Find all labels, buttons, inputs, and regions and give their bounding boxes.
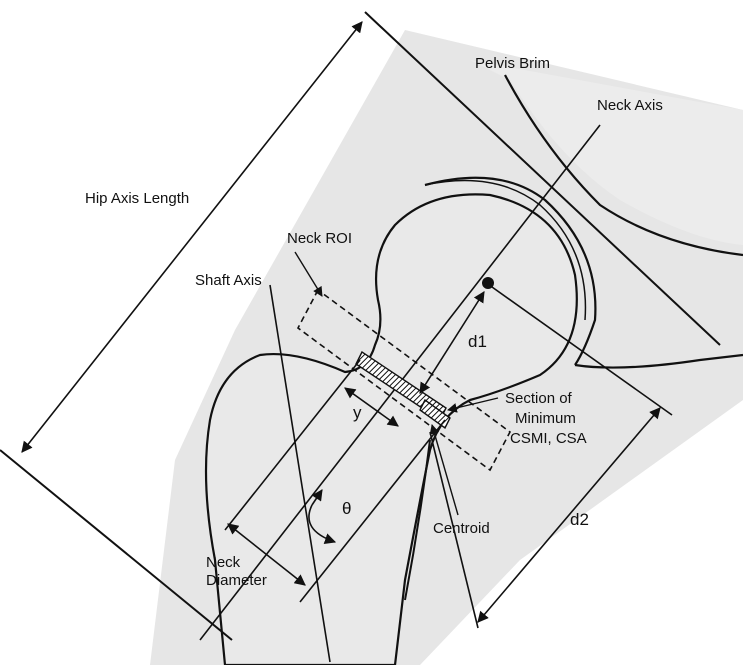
shaft-axis-line: [269, 284, 331, 663]
head-center-dot: [482, 277, 494, 289]
hip-axis-bottom-boundary: [0, 449, 233, 641]
d1-arrow: [419, 291, 485, 394]
y-arrow: [344, 387, 399, 427]
neck-diameter-bound-2: [299, 419, 446, 603]
theta-arc-tail: [311, 489, 323, 506]
centroid-label: Centroid: [433, 520, 490, 537]
shaft-axis-label: Shaft Axis: [195, 272, 262, 289]
theta-arc: [308, 504, 337, 545]
hip-axis-top-boundary: [364, 11, 721, 346]
pelvis-brim-curve: [504, 74, 743, 257]
pelvis-brim-label: Pelvis Brim: [475, 55, 550, 72]
section-label-line1: Section of: [505, 390, 573, 407]
d2-head-reference-line: [491, 286, 673, 416]
theta-label: θ: [342, 499, 351, 518]
d1-label: d1: [468, 332, 487, 351]
acetabulum-outer: [424, 176, 597, 366]
acetabulum-inner: [424, 179, 587, 321]
ischium-curve: [574, 353, 743, 369]
hip-axis-length-label: Hip Axis Length: [85, 190, 189, 207]
neck-roi-label: Neck ROI: [287, 230, 352, 247]
neck-axis-label: Neck Axis: [597, 97, 663, 114]
section-leader: [447, 397, 499, 413]
d2-arrow: [477, 407, 661, 623]
d2-label: d2: [570, 510, 589, 529]
centroid-leader: [429, 424, 459, 516]
neck-diameter-arrow: [227, 523, 306, 586]
neck-diameter-bound-1: [224, 359, 361, 531]
neck-diameter-label-line2: Diameter: [206, 572, 267, 589]
femur-inner-edge: [404, 439, 431, 601]
neck-diameter-label-line1: Neck: [206, 554, 241, 571]
minimum-section-end: [419, 398, 451, 430]
y-label: y: [353, 403, 362, 422]
neck-roi-leader: [294, 251, 323, 297]
pelvis-region: [470, 60, 743, 245]
d2-lower-boundary: [429, 431, 479, 629]
section-label-line2: Minimum: [515, 410, 576, 427]
hip-axis-length-arrow: [21, 21, 363, 453]
section-label-line3: CSMI, CSA: [510, 430, 587, 447]
